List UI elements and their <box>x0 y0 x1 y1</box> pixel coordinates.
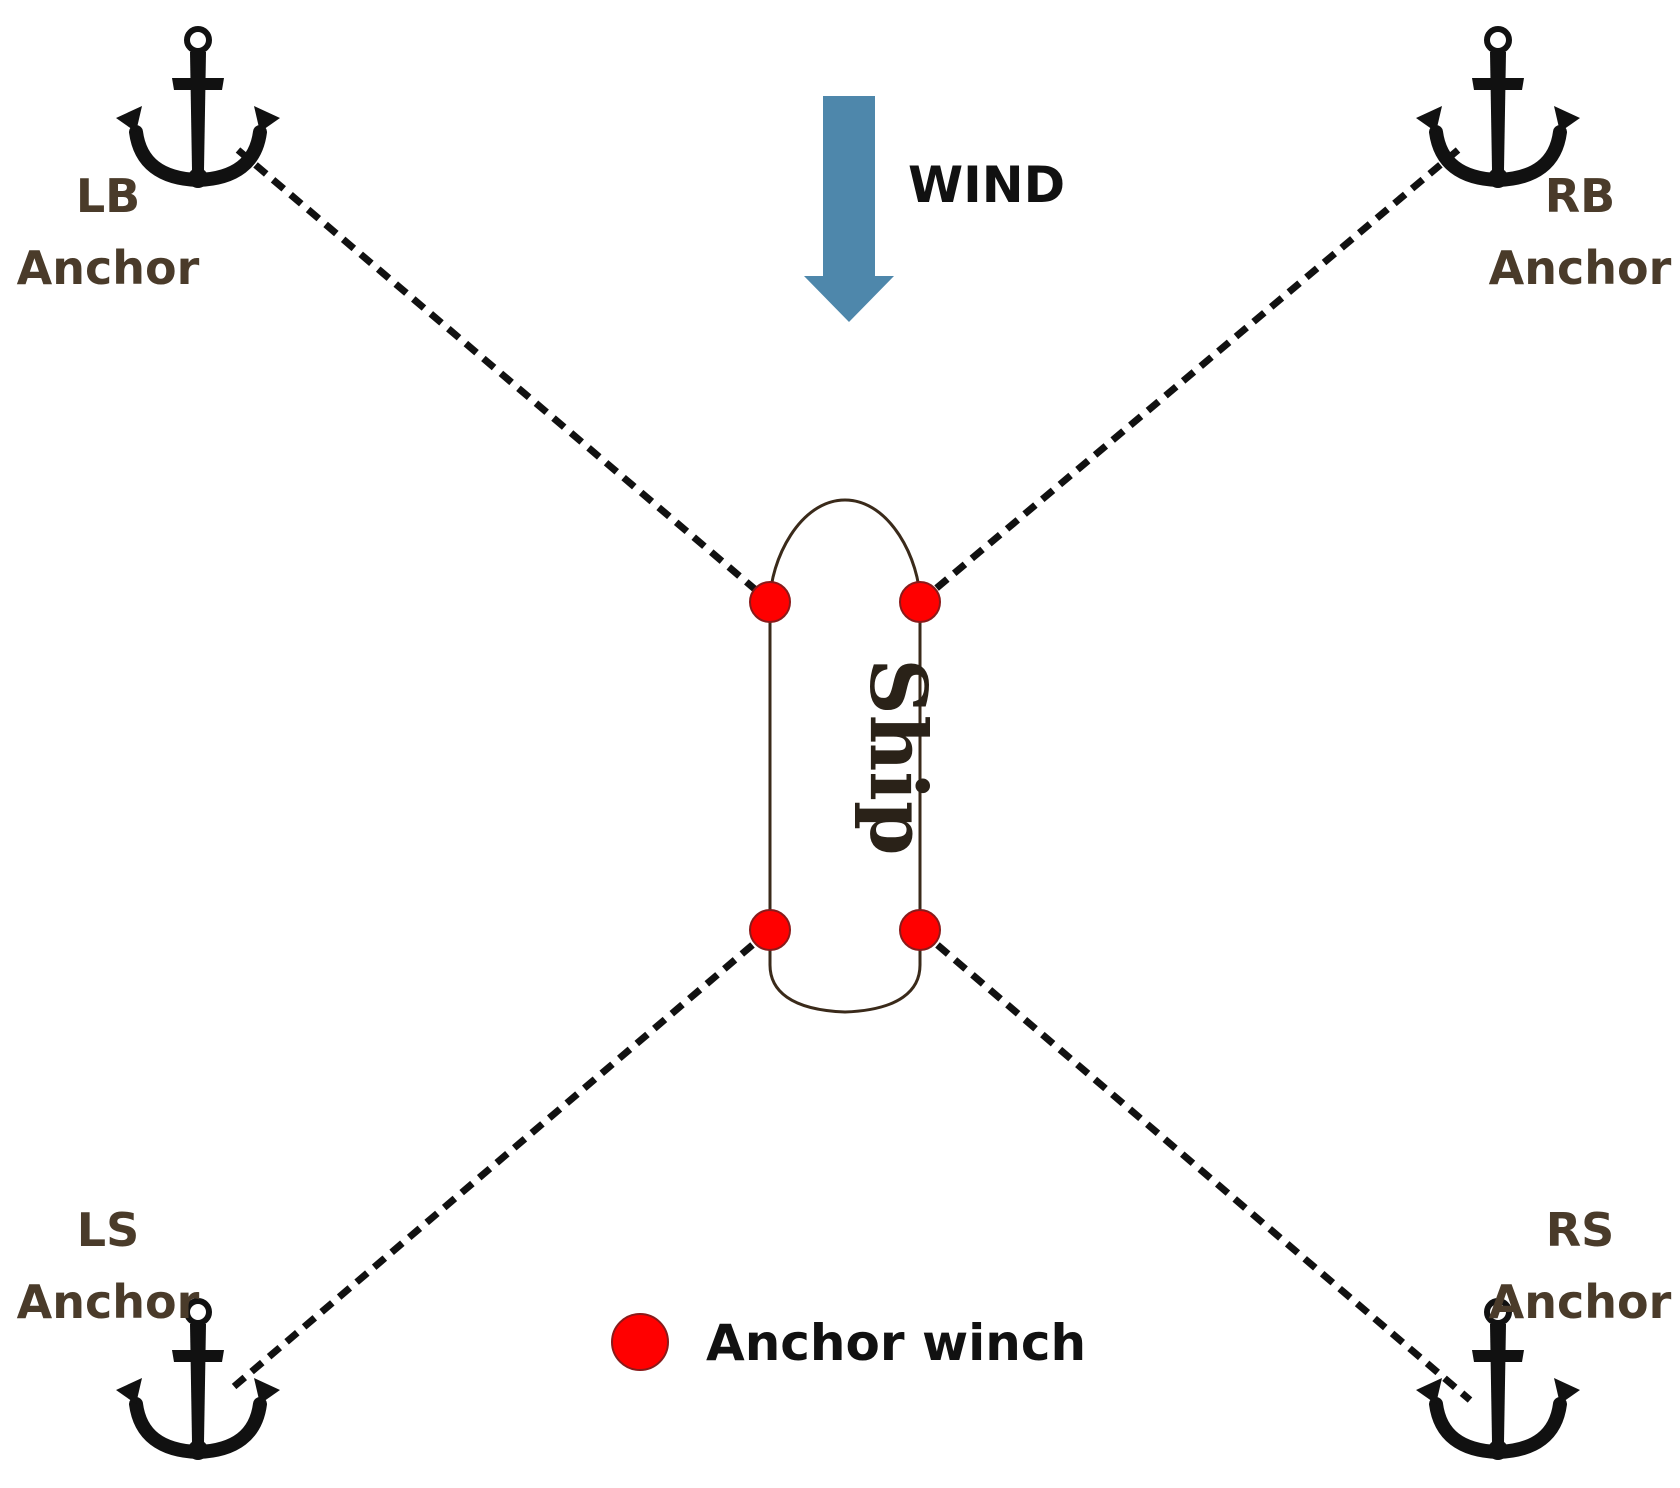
anchor-label-rs: RS Anchor <box>1489 1203 1672 1329</box>
ship-label: Ship <box>852 658 943 855</box>
mooring-line-rs <box>917 927 1473 1403</box>
mooring-line-ls <box>227 927 773 1393</box>
anchor-label-lb: LB Anchor <box>17 169 200 295</box>
anchor-label-rs-line2: Anchor <box>1489 1275 1672 1329</box>
mooring-line-lb <box>235 147 773 605</box>
anchor-label-lb-line1: LB <box>76 169 140 223</box>
anchor-icon-rb <box>1416 29 1580 188</box>
wind-arrow-icon <box>804 96 894 322</box>
anchor-winch-aft-left <box>749 909 791 951</box>
legend: Anchor winch <box>611 1313 1086 1372</box>
legend-label: Anchor winch <box>706 1314 1086 1372</box>
anchor-winch-aft-right <box>899 909 941 951</box>
anchor-label-ls-line2: Anchor <box>17 1275 200 1329</box>
anchor-winch-fore-left <box>749 581 791 623</box>
wind-indicator: WIND <box>804 96 1065 322</box>
anchor-icon-lb <box>116 29 280 188</box>
anchor-label-rb: RB Anchor <box>1489 169 1672 295</box>
anchor-winches <box>749 581 941 951</box>
anchor-label-rb-line2: Anchor <box>1489 241 1672 295</box>
anchor-label-ls-line1: LS <box>77 1203 139 1257</box>
anchor-winch-fore-right <box>899 581 941 623</box>
mooring-lines <box>227 147 1473 1403</box>
mooring-line-rb <box>917 147 1461 605</box>
anchor-label-ls: LS Anchor <box>17 1203 200 1329</box>
anchor-label-lb-line2: Anchor <box>17 241 200 295</box>
anchor-label-rs-line1: RS <box>1546 1203 1615 1257</box>
anchor-label-rb-line1: RB <box>1545 169 1615 223</box>
wind-label: WIND <box>908 156 1065 214</box>
legend-winch-marker <box>611 1313 669 1371</box>
